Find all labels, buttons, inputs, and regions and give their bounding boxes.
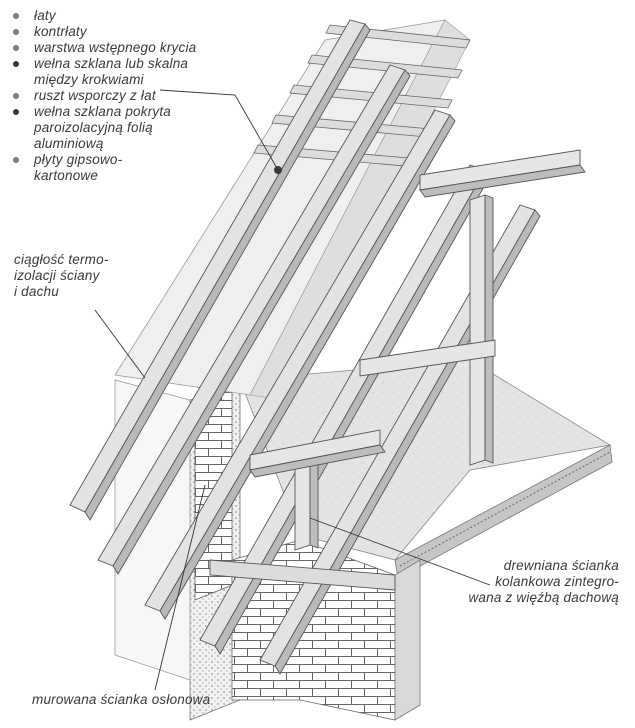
bullet-icon xyxy=(13,61,19,67)
label-masonry-wall: murowana ścianka osłonowa xyxy=(32,692,211,707)
label-knee-wall: drewniana ścianka kolankowa zintegro- wa… xyxy=(468,558,619,605)
bullet-icon xyxy=(13,157,19,163)
legend-item: łaty xyxy=(8,8,196,24)
knee-wall-frame xyxy=(209,149,586,591)
legend-item: płyty gipsowo- kartonowe xyxy=(8,152,196,184)
marker-dot xyxy=(274,166,282,174)
legend-item: ruszt wsporczy z łat xyxy=(8,88,196,104)
legend-item: kontrłaty xyxy=(8,24,196,40)
layer-legend: łaty kontrłaty warstwa wstępnego krycia … xyxy=(8,8,196,184)
rafters xyxy=(69,19,541,675)
bullet-icon xyxy=(13,13,19,19)
leader-lines xyxy=(94,89,491,691)
legend-item: wełna szklana pokryta paroizolacyjną fol… xyxy=(8,104,196,152)
bullet-icon xyxy=(13,93,19,99)
bullet-icon xyxy=(13,29,19,35)
bullet-icon xyxy=(13,45,19,51)
legend-item: wełna szklana lub skalna między krokwiam… xyxy=(8,56,196,88)
bullet-icon xyxy=(13,109,19,115)
label-continuity: ciągłość termo- izolacji ściany i dachu xyxy=(14,252,109,299)
legend-item: warstwa wstępnego krycia xyxy=(8,40,196,56)
